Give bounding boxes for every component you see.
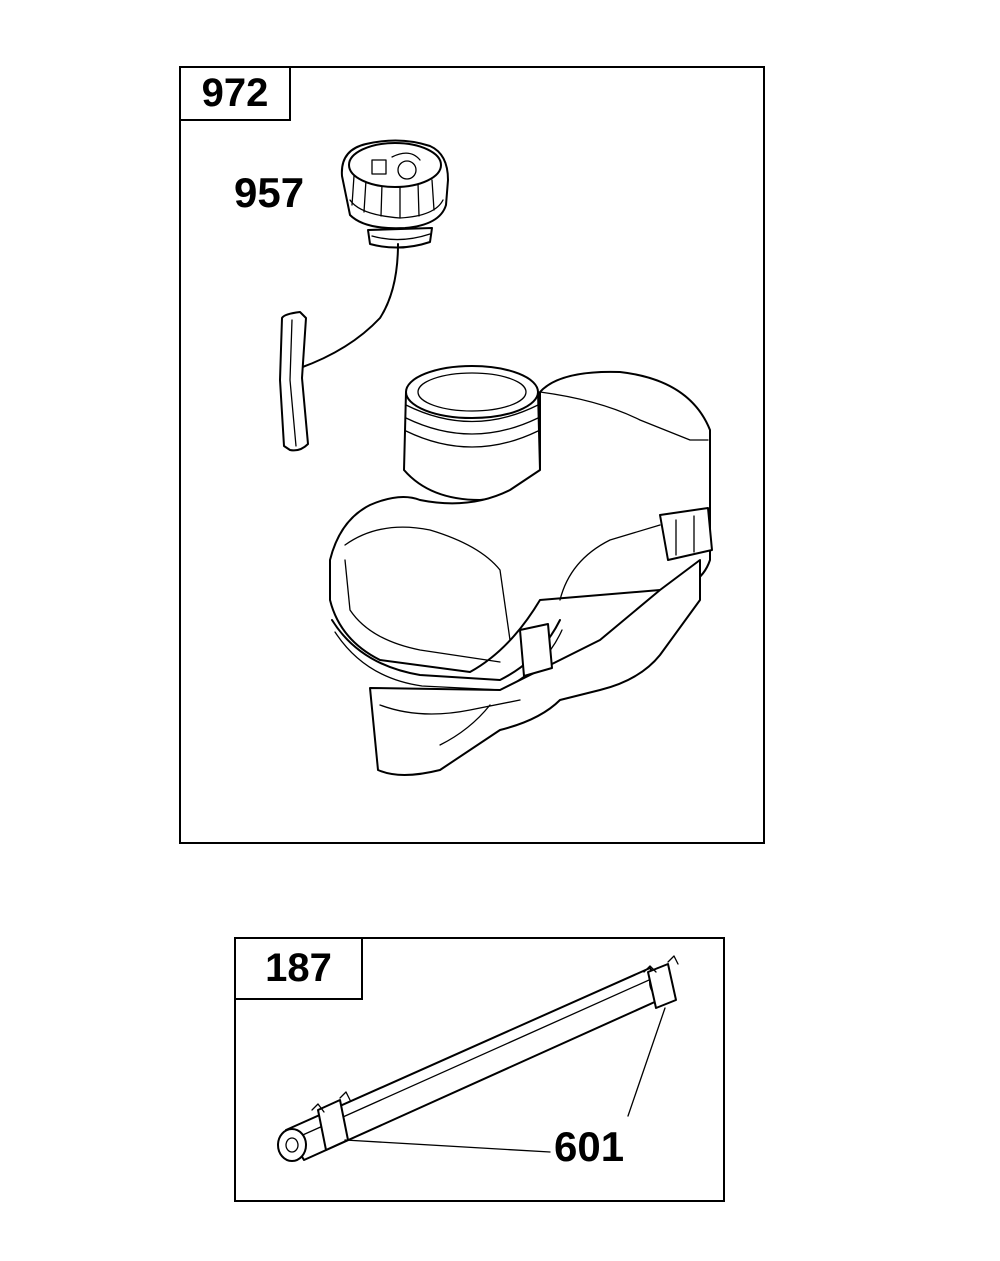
kit-number-label: 187 [234, 937, 363, 1000]
tank-body-drawing [329, 365, 713, 776]
callout-fuel-cap: 957 [234, 169, 305, 216]
leader-line-clamp-far [627, 1007, 666, 1117]
fuel-cap-drawing [299, 139, 449, 371]
gasket-drawing [279, 311, 309, 452]
fuel-hose-drawing [277, 955, 679, 1162]
kit-number-label: 972 [179, 66, 291, 121]
callout-clamp: 601 [554, 1123, 625, 1170]
leader-line-clamp-near [344, 1139, 551, 1153]
